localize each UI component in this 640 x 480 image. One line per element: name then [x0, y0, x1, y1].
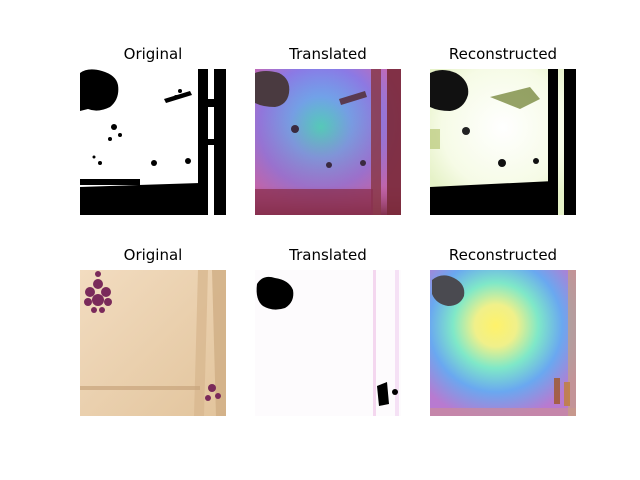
- panel-title: Translated: [289, 246, 367, 264]
- panel-title: Reconstructed: [448, 246, 558, 264]
- panel-title: Reconstructed: [448, 45, 558, 63]
- panel-row1-original: Original: [80, 45, 226, 215]
- panel-title: Original: [123, 45, 183, 63]
- panel-row1-reconstructed: Reconstructed: [430, 45, 576, 215]
- panel-row1-translated: Translated: [255, 45, 401, 215]
- translated-image: [255, 69, 401, 215]
- original-image: [80, 69, 226, 215]
- reconstructed-image: [430, 270, 576, 416]
- panel-row2-translated: Translated: [255, 246, 401, 416]
- panel-title: Translated: [289, 45, 367, 63]
- original-image: [80, 270, 226, 416]
- translated-image: [255, 270, 401, 416]
- panel-title: Original: [123, 246, 183, 264]
- panel-row2-original: Original: [80, 246, 226, 416]
- reconstructed-image: [430, 69, 576, 215]
- panel-row2-reconstructed: Reconstructed: [430, 246, 576, 416]
